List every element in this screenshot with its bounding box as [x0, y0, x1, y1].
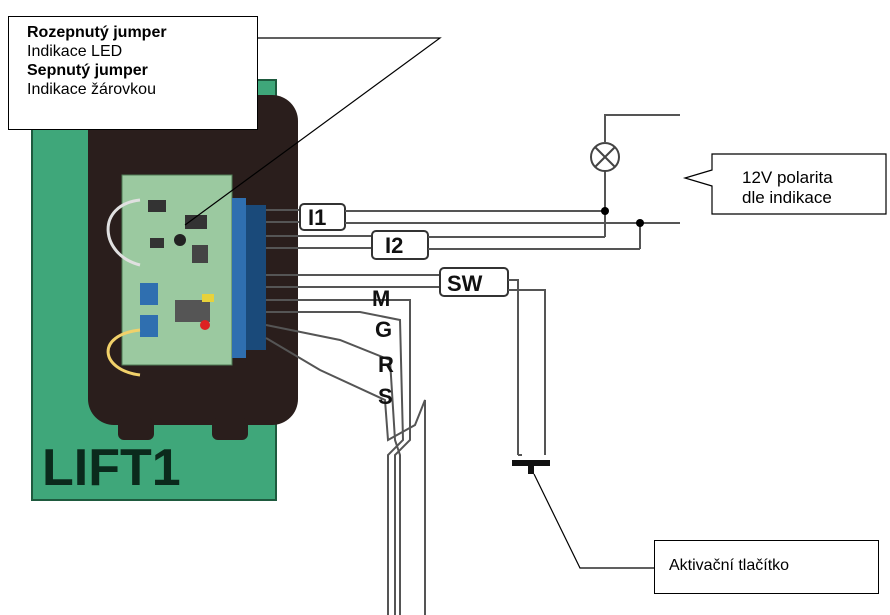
wire-sw-out-left: [508, 279, 519, 455]
pcb-led: [200, 320, 210, 330]
push-button-icon: [512, 460, 550, 466]
pcb-capacitor: [174, 234, 186, 246]
terminal-block-left-1: [140, 283, 158, 305]
jumper-closed-desc: Indikace žárovkou: [27, 81, 156, 98]
polarity-callout-shape: [682, 153, 887, 215]
terminal-label-box-sw: [439, 267, 509, 297]
terminal-label-i2: I2: [385, 233, 403, 258]
pcb-chip-3: [150, 238, 164, 248]
jumper-open-title: Rozepnutý jumper: [27, 24, 167, 41]
pcb-chip-1: [148, 200, 166, 212]
pcb-chip-4: [192, 245, 208, 263]
button-leader: [533, 473, 654, 569]
lift1-label: LIFT1: [42, 439, 181, 497]
junction-2: [636, 219, 644, 227]
wire-sw-out-right: [508, 289, 546, 455]
pcb-chip-5: [175, 300, 210, 322]
pcb-chip-2: [185, 215, 207, 229]
jumper-closed-title: Sepnutý jumper: [27, 62, 148, 79]
terminal-label-sw: SW: [447, 271, 483, 296]
housing-foot-left: [118, 418, 154, 440]
polarity-line-1: 12V polarita: [742, 168, 833, 187]
wire-label-m: M: [372, 286, 390, 311]
pcb: [121, 174, 233, 366]
pcb-jumper: [202, 294, 214, 302]
loop-wire-upper: [106, 198, 141, 267]
wire-label-r: R: [378, 352, 394, 377]
cable-g: [266, 311, 405, 615]
button-callout-label: Aktivační tlačítko: [669, 557, 790, 574]
wire-label-s: S: [378, 384, 393, 409]
loop-wire-lower: [106, 328, 141, 377]
wire-label-g: G: [375, 317, 392, 342]
polarity-line-2: dle indikace: [742, 188, 832, 207]
bulb-cross-2: [594, 146, 616, 168]
cable-r: [265, 324, 401, 615]
cable-m: [266, 299, 411, 615]
terminal-screw-group: [246, 205, 266, 350]
junction-1: [601, 207, 609, 215]
bulb-upper-wire: [604, 114, 680, 143]
terminal-block-left-2: [140, 315, 158, 337]
housing-foot-right: [212, 418, 248, 440]
terminal-block-right: [232, 198, 246, 358]
terminal-label-box-i1: [299, 203, 346, 231]
polarity-callout: 12V polarita dle indikace: [712, 154, 888, 214]
terminal-label-box-i2: [371, 230, 429, 260]
terminal-label-i1: I1: [308, 205, 326, 230]
jumper-callout: Rozepnutý jumper Indikace LED Sepnutý ju…: [8, 16, 258, 130]
push-button-stem: [528, 466, 534, 474]
jumper-open-desc: Indikace LED: [27, 43, 123, 60]
jumper-leader: [184, 37, 442, 226]
button-callout: Aktivační tlačítko: [654, 540, 879, 594]
